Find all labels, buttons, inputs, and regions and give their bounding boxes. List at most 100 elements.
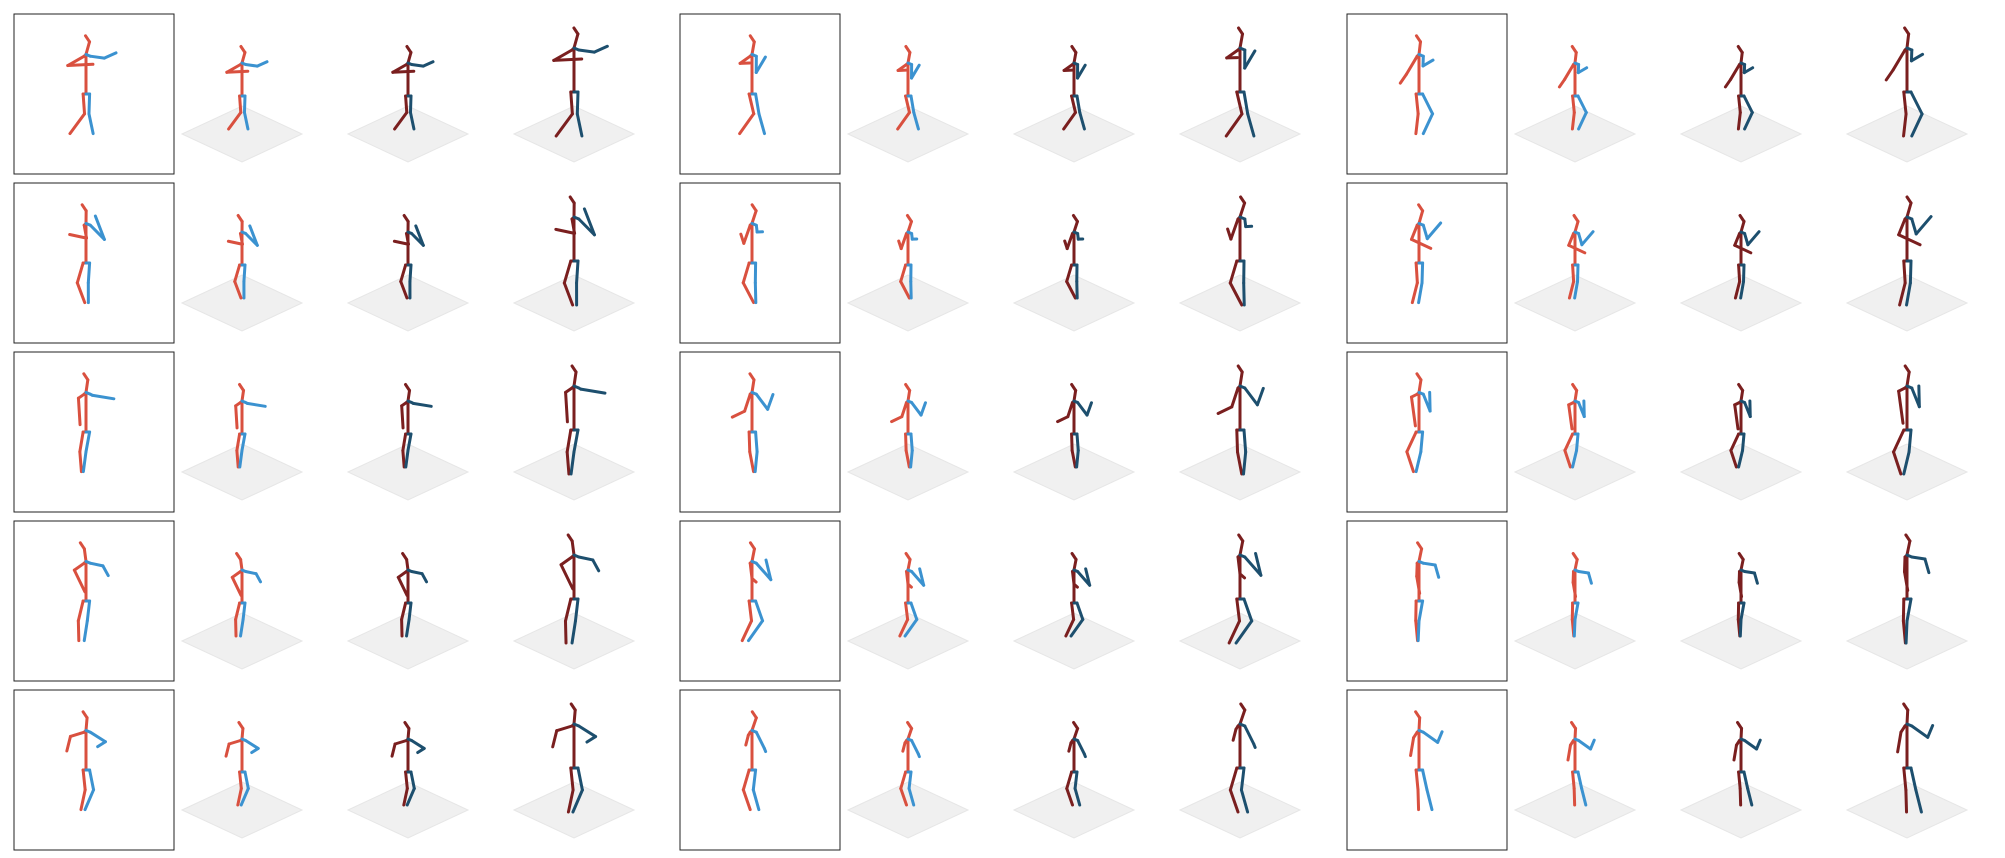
left-limb-bone (1752, 571, 1759, 585)
ground-plane (346, 274, 470, 332)
left-limb-bone (1908, 259, 1913, 285)
right-limb-bone (1904, 788, 1909, 814)
right-limb-bone (82, 223, 89, 240)
right-limb-bone (566, 788, 575, 814)
left-limb-bone (1577, 570, 1590, 575)
pose-group (679, 182, 1302, 344)
left-limb-bone (240, 432, 247, 452)
spine-bone (84, 378, 90, 394)
head-bone (1902, 702, 1910, 712)
left-limb-bone (1436, 730, 1444, 744)
right-limb-bone (565, 450, 571, 476)
left-limb-bone (239, 787, 250, 807)
right-limb-bone (1414, 261, 1419, 285)
left-limb-bone (569, 450, 576, 476)
left-limb-bone (421, 60, 435, 68)
right-limb-bone (1557, 78, 1567, 89)
right-limb-bone (1897, 389, 1905, 425)
right-limb-bone (1070, 94, 1077, 114)
right-limb-bone (748, 450, 756, 474)
pose-group (1346, 182, 1969, 344)
head-bone (1903, 364, 1911, 374)
pose-group (13, 13, 636, 175)
skeleton (741, 710, 768, 812)
left-limb-bone (575, 259, 580, 285)
right-limb-bone (1571, 580, 1578, 599)
right-limb-bone (1224, 112, 1244, 138)
spine-bone (1905, 708, 1910, 726)
ground-plane (1679, 612, 1803, 670)
head-bone (1570, 721, 1578, 730)
head-bone (1903, 26, 1911, 36)
left-limb-bone (751, 768, 758, 792)
right-limb-bone (401, 432, 408, 452)
skeleton (1409, 710, 1444, 812)
keypoints-2d-frame (13, 520, 175, 682)
left-limb-bone (1084, 567, 1092, 587)
right-limb-bone (1228, 259, 1239, 285)
left-limb-bone (88, 730, 107, 744)
keypoints-2d-frame (679, 520, 841, 682)
skeleton (390, 721, 426, 807)
right-limb-bone (233, 280, 243, 300)
left-limb-bone (1576, 66, 1589, 75)
left-limb-bone (754, 392, 770, 411)
head-bone (239, 45, 247, 54)
left-limb-bone (1433, 563, 1441, 579)
right-limb-bone (1230, 386, 1240, 409)
keypoints-2d-frame (679, 182, 841, 344)
spine-bone (1739, 389, 1745, 403)
left-limb-bone (1589, 738, 1596, 751)
left-limb-bone (1909, 766, 1918, 792)
head-bone (1239, 195, 1247, 205)
ground-plane (1845, 443, 1969, 501)
left-limb-bone (1737, 449, 1745, 469)
right-limb-bone (1571, 263, 1576, 283)
left-limb-bone (88, 54, 106, 60)
head-bone (405, 45, 413, 54)
skeleton (1897, 195, 1933, 307)
spine-bone (1238, 370, 1244, 388)
ground-plane (1513, 781, 1637, 839)
right-limb-bone (390, 742, 397, 758)
right-limb-bone (1405, 430, 1418, 454)
left-limb-bone (1572, 618, 1577, 638)
left-limb-bone (1421, 561, 1437, 567)
left-limb-bone (1743, 739, 1759, 751)
left-limb-bone (1576, 770, 1584, 790)
left-limb-bone (254, 572, 263, 584)
skeleton (1884, 26, 1925, 138)
left-limb-bone (1743, 570, 1756, 575)
left-limb-bone (1234, 619, 1254, 645)
left-limb-bone (766, 393, 775, 411)
spine-bone (82, 547, 88, 563)
skeleton (66, 34, 118, 136)
right-limb-bone (1737, 580, 1744, 599)
skeleton (1228, 702, 1257, 814)
spine-bone (239, 558, 244, 572)
right-limb-bone (905, 570, 910, 586)
right-limb-bone (399, 263, 408, 283)
right-limb-bone (1231, 727, 1238, 742)
left-limb-bone (239, 618, 245, 638)
skeleton (225, 45, 269, 131)
right-limb-bone (904, 449, 911, 469)
left-limb-bone (416, 746, 426, 755)
spine-bone (572, 708, 577, 726)
left-limb-bone (1905, 281, 1912, 307)
left-limb-bone (1417, 281, 1424, 305)
right-limb-bone (1228, 281, 1244, 307)
head-bone (748, 372, 756, 382)
head-bone (1070, 45, 1078, 54)
ground-plane (180, 105, 304, 163)
left-limb-bone (408, 263, 413, 283)
skeleton (554, 195, 596, 307)
skeleton (1733, 214, 1761, 300)
spine-bone (1905, 370, 1911, 388)
skeleton (899, 721, 921, 807)
left-limb-bone (1742, 66, 1755, 75)
right-limb-bone (65, 734, 72, 753)
left-limb-bone (1910, 724, 1930, 739)
left-limb-bone (591, 558, 601, 573)
ground-plane (1513, 274, 1637, 332)
